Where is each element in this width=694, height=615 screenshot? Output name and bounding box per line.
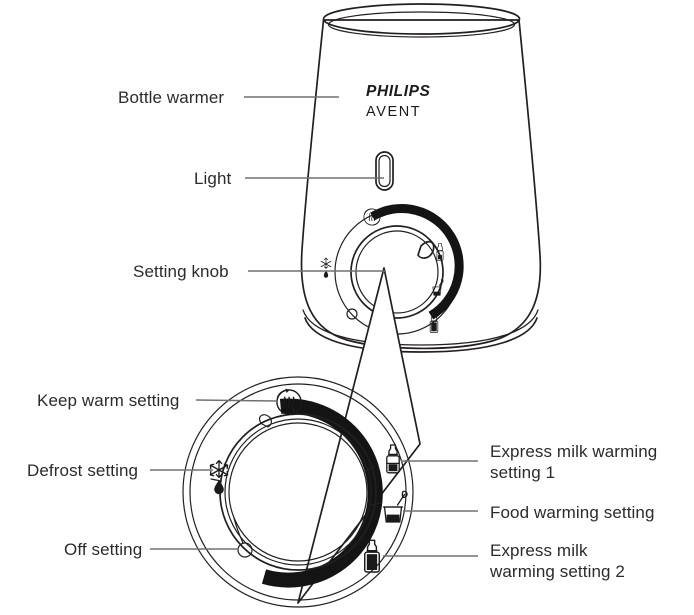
knob-body-inner-2 (228, 422, 368, 562)
knob-tick-express1 (364, 466, 375, 472)
label-express-milk-1-line2: setting 1 (490, 463, 555, 482)
device-knob-body-inner (355, 230, 439, 314)
food-jar-spoon-icon (382, 490, 408, 523)
brand-avent: AVENT (366, 104, 421, 120)
label-express-milk-2-line1: Express milk (490, 541, 588, 560)
device-knob-pointer (417, 240, 435, 259)
warmer-body-outline (300, 19, 542, 350)
label-keep-warm: Keep warm setting (37, 391, 180, 410)
warmer-base (304, 317, 538, 353)
knob-body-inner-1 (224, 418, 372, 566)
leader-keep-warm (195, 399, 278, 402)
warmer-top-rim-outer (322, 3, 521, 35)
knob-grip-tab (258, 414, 272, 428)
label-setting-knob: Setting knob (133, 262, 229, 281)
device-off-marker (346, 308, 358, 320)
device-food-warming-icon (432, 279, 444, 296)
device-knob-range-band (370, 204, 464, 320)
baby-bottle-half-icon (386, 444, 400, 474)
device-express-milk-1-icon (436, 243, 444, 261)
label-food-warming: Food warming setting (490, 503, 655, 522)
label-light: Light (194, 169, 232, 188)
label-express-milk-1-line1: Express milk warming (490, 442, 657, 461)
label-bottle-warmer: Bottle warmer (118, 88, 224, 107)
label-off: Off setting (64, 540, 142, 559)
led-indicator-icon (375, 151, 394, 191)
warmer-top-rim-inner (327, 11, 516, 38)
warmer-base-lip (302, 309, 539, 346)
label-express-milk-2-line2: warming setting 2 (489, 562, 625, 581)
knob-off-marker (237, 542, 253, 558)
device-express-milk-2-icon (429, 312, 439, 333)
baby-bottle-full-icon (364, 539, 380, 573)
knob-tick-defrost (210, 478, 222, 482)
knob-off-arc-tail (233, 517, 244, 544)
device-knob-body (350, 225, 444, 319)
knob-tick-food (370, 502, 382, 506)
bottle-warmer-illustration: PHILIPS AVENT (300, 3, 542, 353)
brand-philips: PHILIPS (366, 83, 431, 100)
device-keep-warm-icon (363, 208, 381, 226)
device-defrost-icon (320, 257, 332, 278)
snowflake-droplet-icon (209, 459, 229, 495)
callout-labels: Bottle warmer Light Setting knob Keep wa… (27, 88, 657, 581)
enlarged-knob-illustration (182, 376, 414, 608)
label-defrost: Defrost setting (27, 461, 138, 480)
keep-warm-icon (276, 388, 302, 416)
knob-faceplate-outer (182, 376, 414, 608)
leader-lines (150, 96, 478, 557)
